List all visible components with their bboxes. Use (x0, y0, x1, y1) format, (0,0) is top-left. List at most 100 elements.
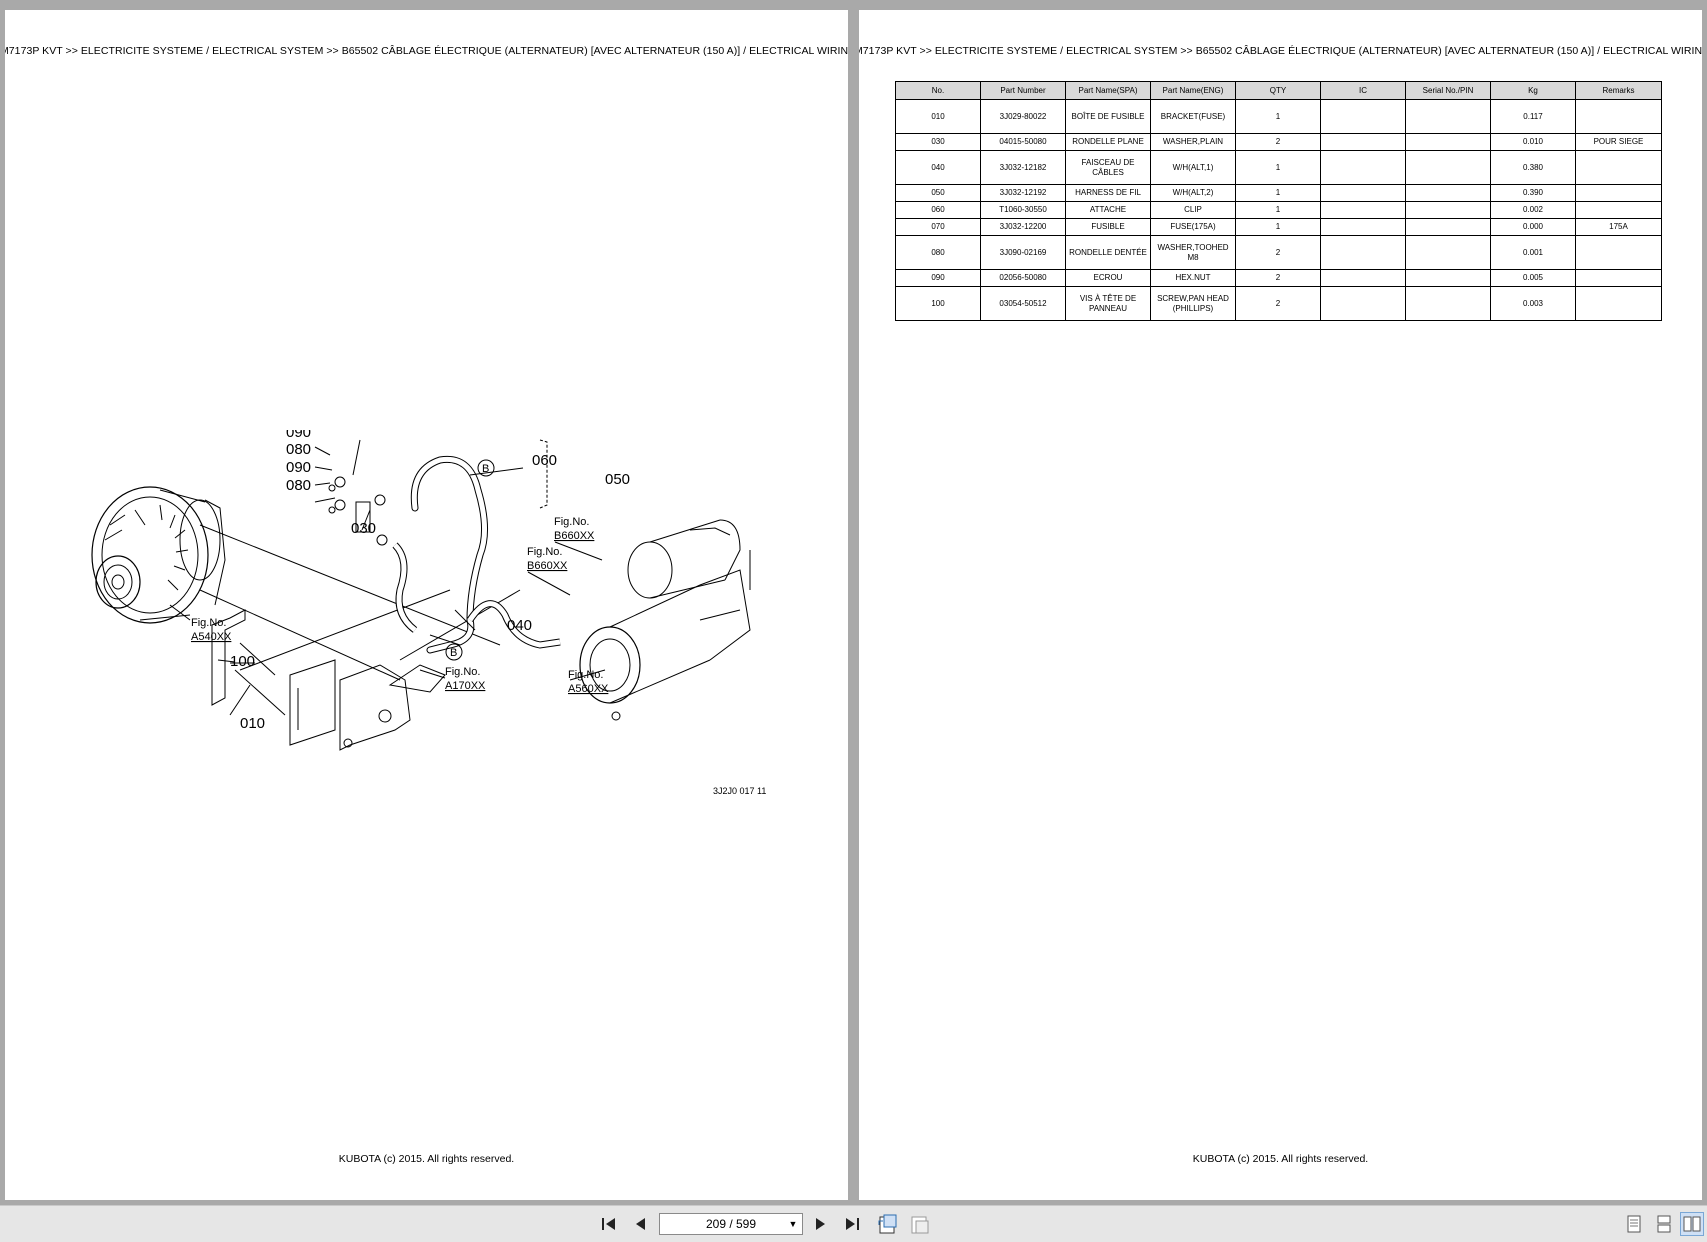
cell-name-eng: BRACKET(FUSE) (1150, 99, 1236, 134)
cell-name-eng: FUSE(175A) (1150, 218, 1236, 236)
cell-serial (1405, 99, 1491, 134)
cell-qty: 1 (1235, 201, 1321, 219)
cell-no: 070 (895, 218, 981, 236)
cell-serial (1405, 269, 1491, 287)
cell-name-eng: WASHER,PLAIN (1150, 133, 1236, 151)
cell-remarks (1575, 150, 1662, 185)
label-040: 040 (507, 617, 532, 634)
starter-motor-drawing (579, 519, 751, 721)
cell-no: 100 (895, 286, 981, 321)
label-080-b: 080 (286, 477, 311, 494)
single-page-view-icon (1627, 1215, 1641, 1233)
cell-kg: 0.005 (1490, 269, 1576, 287)
left-page: M7173P KVT >> ELECTRICITE SYSTEME / ELEC… (5, 10, 848, 1200)
first-page-button[interactable] (597, 1212, 621, 1236)
cell-part-number: 02056-50080 (980, 269, 1066, 287)
cell-serial (1405, 235, 1491, 270)
label-090-b: 090 (286, 459, 311, 476)
label-080-a: 080 (286, 441, 311, 458)
two-page-view-button[interactable] (1680, 1212, 1704, 1236)
cell-remarks (1575, 286, 1662, 321)
last-page-icon (846, 1218, 859, 1230)
page-footer: KUBOTA (c) 2015. All rights reserved. (1192, 1153, 1369, 1165)
cell-name-eng: HEX.NUT (1150, 269, 1236, 287)
cell-qty: 1 (1235, 99, 1321, 134)
ref-b660-1: B660XX (554, 530, 595, 542)
single-page-view-button[interactable] (1622, 1212, 1646, 1236)
prev-page-icon (636, 1218, 645, 1230)
rotate-button[interactable] (875, 1212, 899, 1236)
export-button[interactable] (907, 1212, 931, 1236)
cell-qty: 1 (1235, 150, 1321, 185)
bracket-drawing (211, 609, 246, 706)
cell-qty: 2 (1235, 286, 1321, 321)
label-100: 100 (230, 653, 255, 670)
alternator-drawing (91, 486, 226, 624)
cell-name-spa: BOÎTE DE FUSIBLE (1065, 99, 1151, 134)
cell-serial (1405, 286, 1491, 321)
prev-page-button[interactable] (628, 1212, 652, 1236)
cell-name-eng: WASHER,TOOHED M8 (1150, 235, 1236, 270)
cell-name-spa: VIS À TÊTE DE PANNEAU (1065, 286, 1151, 321)
cell-remarks (1575, 235, 1662, 270)
cell-qty: 2 (1235, 235, 1321, 270)
cell-part-number: 3J032-12182 (980, 150, 1066, 185)
page-number-select[interactable]: 209 / 599 ▼ (659, 1213, 803, 1235)
cell-no: 040 (895, 150, 981, 185)
col-header-kg: Kg (1490, 81, 1576, 100)
cell-remarks: 175A (1575, 218, 1662, 236)
next-page-button[interactable] (809, 1212, 833, 1236)
cell-kg: 0.001 (1490, 235, 1576, 270)
cell-name-spa: HARNESS DE FIL (1065, 184, 1151, 202)
col-header-remarks: Remarks (1575, 81, 1662, 100)
cell-qty: 1 (1235, 184, 1321, 202)
page-footer: KUBOTA (c) 2015. All rights reserved. (338, 1153, 515, 1165)
cell-name-eng: W/H(ALT,2) (1150, 184, 1236, 202)
cell-qty: 1 (1235, 218, 1321, 236)
col-header-part-name-eng: Part Name(ENG) (1150, 81, 1236, 100)
cell-qty: 2 (1235, 133, 1321, 151)
fig-label-2: Fig.No. (527, 546, 562, 558)
cell-remarks: POUR SIEGE (1575, 133, 1662, 151)
cell-no: 050 (895, 184, 981, 202)
cell-serial (1405, 133, 1491, 151)
cell-part-number: T1060-30550 (980, 201, 1066, 219)
parts-table: No. Part Number Part Name(SPA) Part Name… (895, 81, 1662, 321)
next-page-icon (816, 1218, 825, 1230)
cell-part-number: 03054-50512 (980, 286, 1066, 321)
cell-kg: 0.380 (1490, 150, 1576, 185)
cell-serial (1405, 184, 1491, 202)
cell-name-spa: ECROU (1065, 269, 1151, 287)
diagram-code: 3J2J0 017 11 (713, 786, 767, 796)
cell-ic (1320, 201, 1406, 219)
cell-name-spa: ATTACHE (1065, 201, 1151, 219)
label-010: 010 (240, 715, 265, 732)
table-header-row: No. Part Number Part Name(SPA) Part Name… (895, 81, 1662, 100)
cell-ic (1320, 99, 1406, 134)
cell-part-number: 3J032-12200 (980, 218, 1066, 236)
cell-no: 090 (895, 269, 981, 287)
cell-ic (1320, 235, 1406, 270)
cell-kg: 0.000 (1490, 218, 1576, 236)
exploded-parts-diagram: 090 080 090 080 070 030 060 050 040 100 … (91, 430, 751, 751)
cell-no: 010 (895, 99, 981, 134)
callout-b-2: B (450, 647, 457, 659)
cell-no: 060 (895, 201, 981, 219)
fig-label-4: Fig.No. (445, 666, 480, 678)
cell-remarks (1575, 201, 1662, 219)
export-icon (911, 1216, 929, 1234)
col-header-no: No. (895, 81, 981, 100)
cell-serial (1405, 218, 1491, 236)
cell-ic (1320, 133, 1406, 151)
last-page-button[interactable] (840, 1212, 864, 1236)
continuous-view-button[interactable] (1652, 1212, 1676, 1236)
label-050: 050 (605, 471, 630, 488)
col-header-serial: Serial No./PIN (1405, 81, 1491, 100)
cell-ic (1320, 218, 1406, 236)
cell-kg: 0.117 (1490, 99, 1576, 134)
cell-ic (1320, 184, 1406, 202)
